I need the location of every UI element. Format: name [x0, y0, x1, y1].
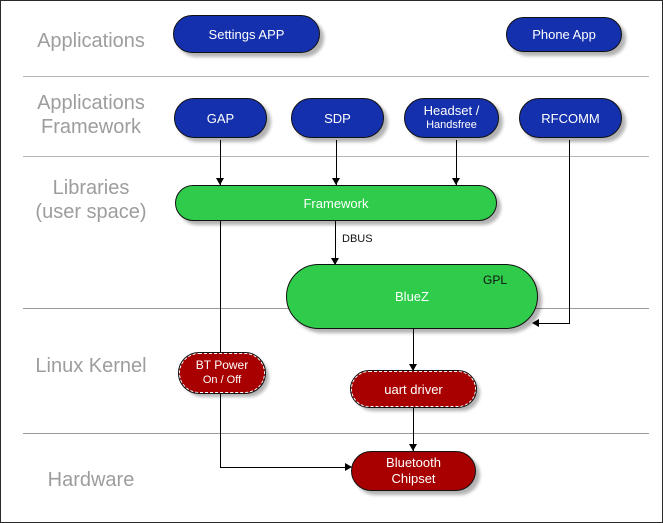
node-rfcomm-label: RFCOMM — [541, 110, 600, 126]
node-phone-app[interactable]: Phone App — [506, 17, 622, 52]
node-rfcomm[interactable]: RFCOMM — [519, 98, 622, 138]
arrowhead-headset-to-framework — [452, 178, 460, 185]
edge-rfcomm-vertical — [569, 140, 570, 324]
node-uart-driver[interactable]: uart driver — [350, 370, 477, 408]
node-uart-driver-label: uart driver — [384, 381, 443, 397]
node-bt-power-label: BT Power — [195, 358, 249, 372]
separator-applications — [23, 76, 649, 77]
node-bluetooth-chipset-label: Bluetooth — [386, 455, 441, 470]
node-headset-handsfree[interactable]: Headset / Handsfree — [404, 98, 499, 138]
node-gap-label: GAP — [206, 110, 235, 126]
node-sdp[interactable]: SDP — [291, 98, 384, 138]
node-bluetooth-chipset-sublabel: Chipset — [391, 471, 436, 486]
node-headset-handsfree-sublabel: Handsfree — [426, 119, 477, 131]
node-bluez-label: BlueZ — [395, 289, 429, 304]
row-label-linux-kernel: Linux Kernel — [35, 355, 147, 377]
arrowhead-gap-to-framework — [216, 178, 224, 185]
edge-bluez-to-uart — [413, 329, 414, 371]
node-settings-app-label: Settings APP — [208, 26, 285, 42]
separator-linux-kernel — [23, 433, 649, 434]
row-label-hardware: Hardware — [47, 469, 135, 491]
node-headset-handsfree-label: Headset / — [423, 103, 480, 118]
node-framework-label: Framework — [303, 195, 369, 211]
node-phone-app-label: Phone App — [532, 27, 596, 42]
arrowhead-sdp-to-framework — [332, 178, 340, 185]
edge-headset-to-framework — [456, 140, 457, 185]
edge-rfcomm-horizontal — [538, 323, 570, 324]
node-settings-app[interactable]: Settings APP — [173, 15, 320, 53]
edge-framework-to-chipset-vertical — [220, 221, 221, 467]
node-gap[interactable]: GAP — [174, 98, 267, 138]
node-bt-power[interactable]: BT Power On / Off — [178, 352, 266, 394]
arrowhead-bluez-to-uart — [409, 364, 417, 371]
edge-framework-to-bluez — [335, 221, 336, 265]
node-bluez[interactable]: BlueZ — [286, 264, 538, 329]
row-label-applications-framework: Applications Framework — [37, 92, 145, 138]
edge-framework-to-chipset-horizontal — [220, 467, 345, 468]
edge-gap-to-framework — [220, 140, 221, 185]
arrowhead-rfcomm-to-bluez — [532, 319, 539, 327]
arrowhead-to-bluetooth-chipset — [345, 463, 352, 471]
edge-uart-to-chipset — [413, 406, 414, 451]
arrowhead-framework-to-bluez — [331, 258, 339, 265]
node-framework[interactable]: Framework — [175, 185, 497, 221]
arrowhead-uart-to-chipset — [409, 444, 417, 451]
row-label-applications: Applications — [37, 30, 145, 52]
edge-sdp-to-framework — [336, 140, 337, 185]
node-bt-power-sublabel: On / Off — [202, 374, 242, 386]
node-sdp-label: SDP — [324, 110, 351, 126]
edge-label-dbus: DBUS — [342, 233, 373, 245]
row-label-libraries: Libraries (user space) — [35, 177, 147, 223]
node-bluez-license-tag: GPL — [483, 273, 508, 287]
node-bluetooth-chipset[interactable]: Bluetooth Chipset — [351, 451, 476, 491]
